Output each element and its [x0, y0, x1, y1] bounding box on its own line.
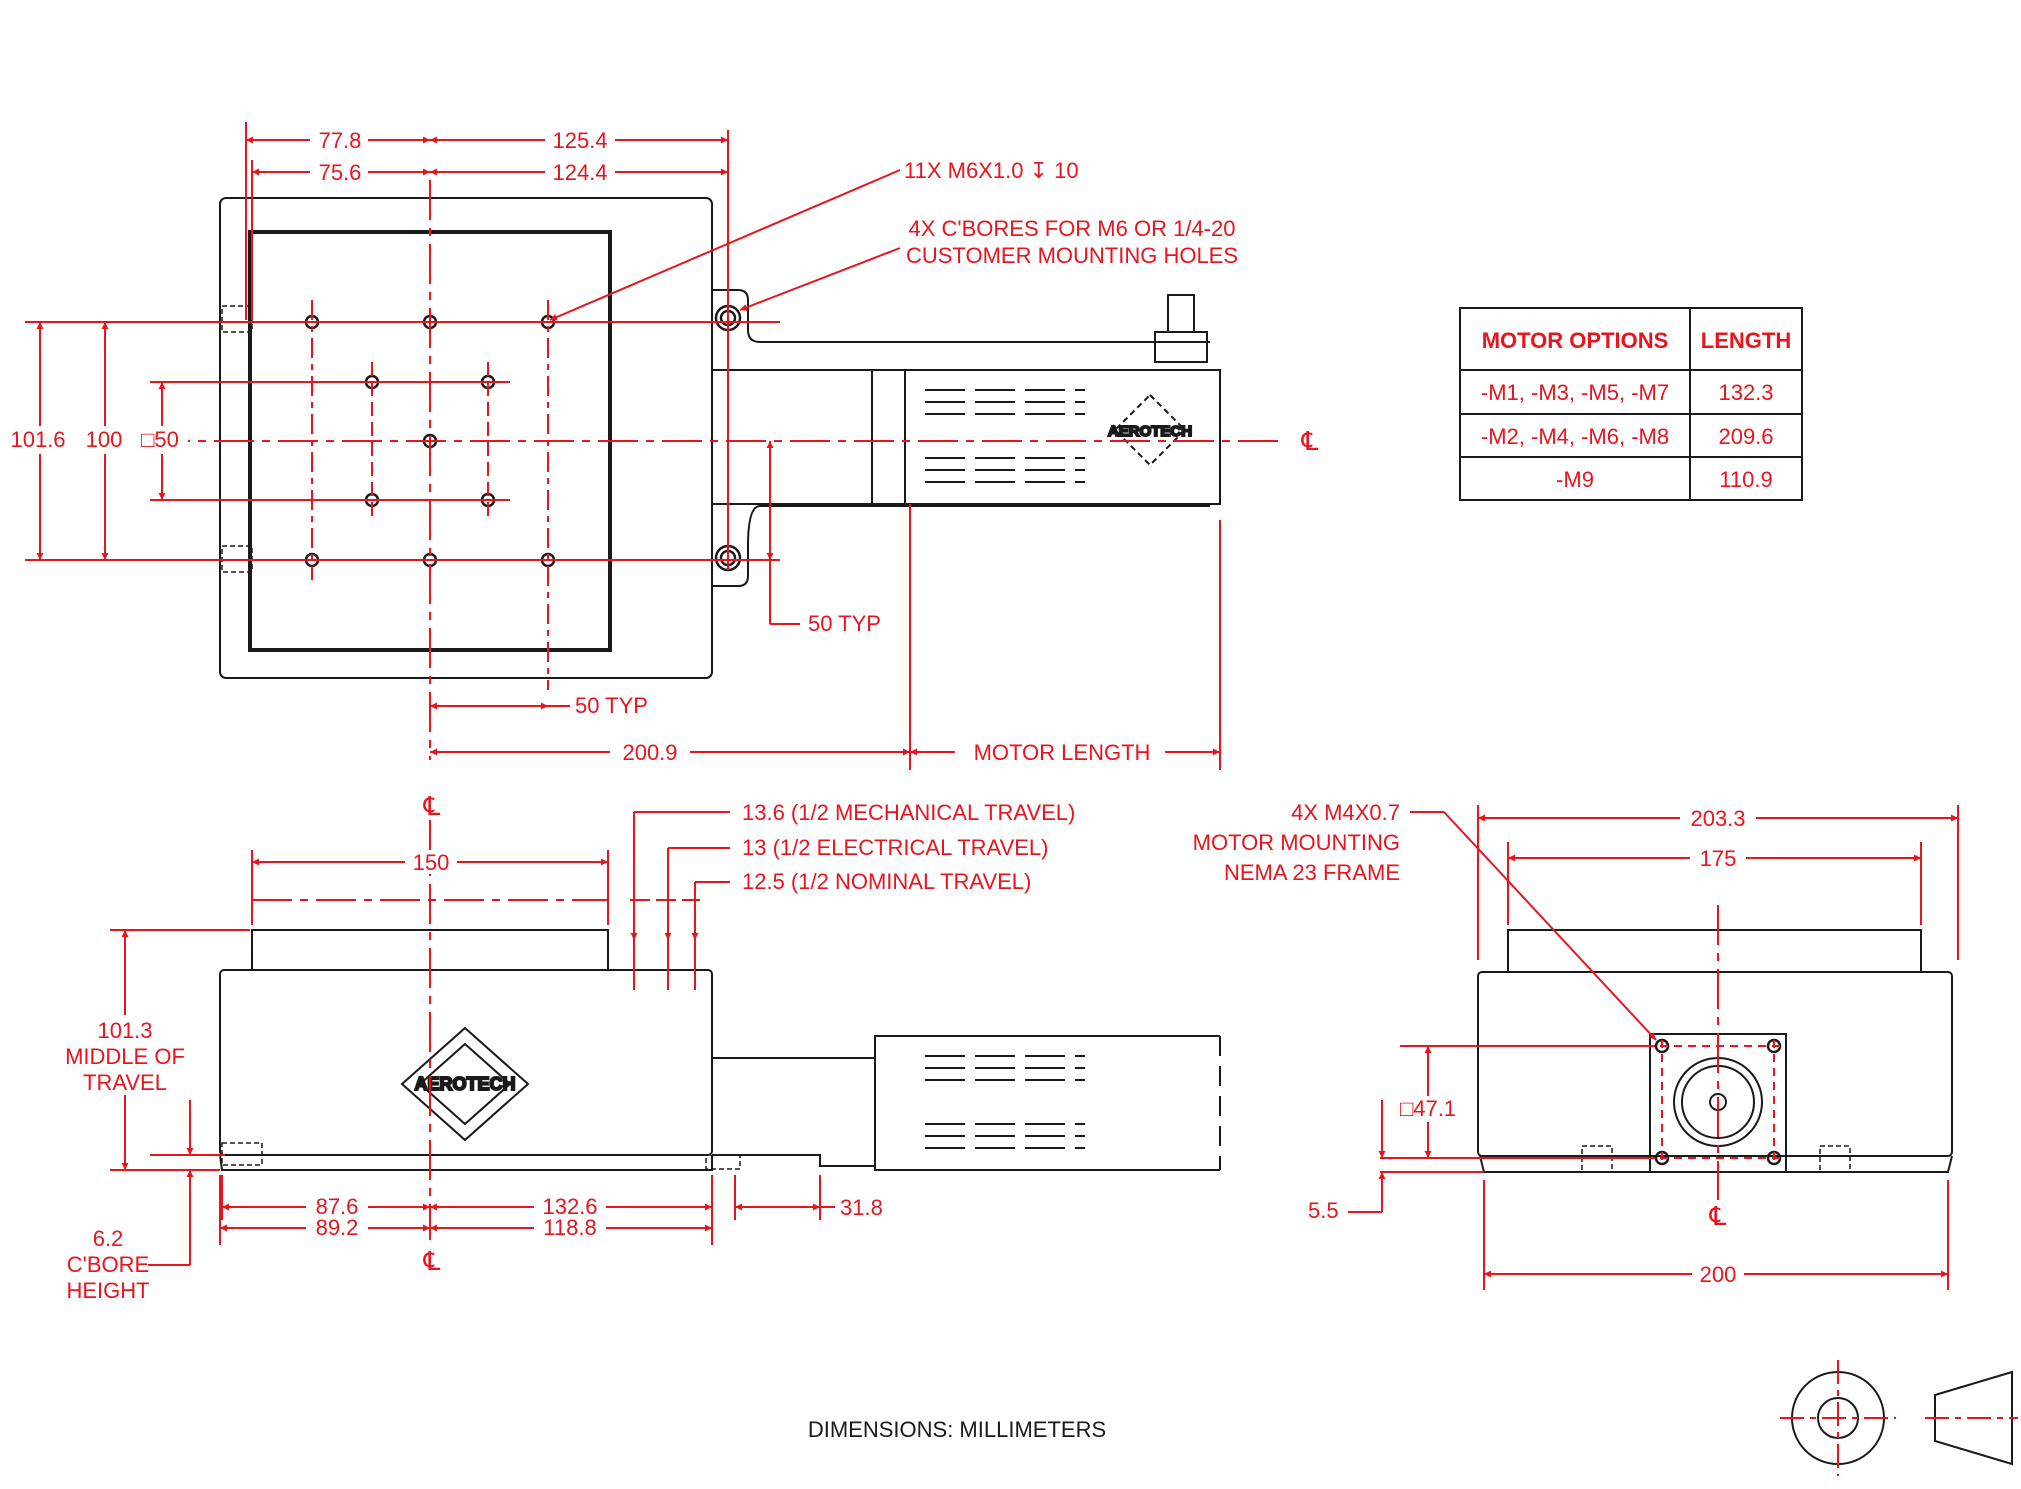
logo-front-view: AEROTECH — [400, 1026, 530, 1142]
dim-101-6: 101.6 — [10, 427, 65, 452]
cable-gland — [1154, 331, 1208, 363]
top-view: AEROTECH — [5, 122, 1319, 770]
dim-118-8: 118.8 — [543, 1215, 596, 1240]
dim-101-3-line2: MIDDLE OF — [65, 1044, 185, 1069]
callout-electrical-travel: 13 (1/2 ELECTRICAL TRAVEL) — [742, 835, 1049, 860]
dim-31-8: 31.8 — [840, 1195, 883, 1220]
table-cell-motor: -M9 — [1556, 467, 1594, 492]
front-view-motor — [712, 1035, 1220, 1171]
dim-101-3-line3: TRAVEL — [83, 1070, 167, 1095]
centerline-symbol-side: ℄ — [1709, 1201, 1727, 1231]
mounting-holes — [221, 304, 742, 573]
dim-132-6: 132.6 — [542, 1194, 597, 1219]
front-view-bottom-plate — [219, 1154, 713, 1171]
dim-101-3: 101.3 — [97, 1018, 152, 1043]
callout-motor-mount-line3: NEMA 23 FRAME — [1224, 860, 1400, 885]
dim-124-4: 124.4 — [552, 160, 607, 185]
side-view: 203.3 175 □47.1 5.5 200 4X M4X0.7 MOTOR … — [1193, 800, 1959, 1290]
mounting-ear-upper — [712, 289, 1210, 343]
dim-square-50: □50 — [141, 427, 179, 452]
dim-50-typ-vertical: 50 TYP — [808, 611, 881, 636]
mounting-ear-lower — [712, 505, 1210, 587]
dim-125-4: 125.4 — [552, 128, 607, 153]
dim-77-8: 77.8 — [319, 128, 362, 153]
front-view: AEROTECH — [50, 791, 1221, 1303]
table-cell-length: 209.6 — [1718, 424, 1773, 449]
top-view-base-outline — [219, 197, 713, 679]
callout-cbores-line1: 4X C'BORES FOR M6 OR 1/4-20 — [909, 216, 1236, 241]
motor-body-top — [871, 369, 1221, 505]
callout-motor-mount-line1: 4X M4X0.7 — [1291, 800, 1400, 825]
dim-100: 100 — [86, 427, 123, 452]
callout-nominal-travel: 12.5 (1/2 NOMINAL TRAVEL) — [742, 869, 1031, 894]
vents-front — [925, 1055, 1085, 1149]
dim-200-9: 200.9 — [622, 740, 677, 765]
centerline-symbol-front-top: ℄ — [423, 791, 441, 821]
dim-150: 150 — [413, 850, 450, 875]
motor-housing-top — [711, 369, 873, 505]
dim-50-typ-horizontal: 50 TYP — [575, 693, 648, 718]
dim-203-3: 203.3 — [1690, 806, 1745, 831]
dim-cbore-height-line3: HEIGHT — [66, 1278, 149, 1303]
side-view-table — [1507, 929, 1922, 973]
logo-top-view: AEROTECH — [1107, 393, 1193, 467]
dim-75-6: 75.6 — [319, 160, 362, 185]
callout-m6-holes: 11X M6X1.0 ↧ 10 — [904, 158, 1079, 183]
dim-5-5: 5.5 — [1308, 1198, 1339, 1223]
logo-text-front: AEROTECH — [414, 1074, 515, 1094]
centerline-symbol-front-bottom: ℄ — [423, 1246, 441, 1276]
dim-175: 175 — [1700, 846, 1737, 871]
logo-text-top: AEROTECH — [1108, 423, 1192, 440]
dim-200: 200 — [1700, 1262, 1737, 1287]
table-header-motor-options: MOTOR OPTIONS — [1482, 328, 1669, 353]
table-header-length: LENGTH — [1701, 328, 1791, 353]
dim-square-47-1: □47.1 — [1400, 1096, 1456, 1121]
dim-89-2: 89.2 — [316, 1215, 359, 1240]
front-view-base — [219, 969, 713, 1156]
side-view-base — [1477, 971, 1953, 1157]
dim-cbore-height: 6.2 — [93, 1226, 124, 1251]
vents-top — [925, 389, 1085, 483]
callout-motor-mount-line2: MOTOR MOUNTING — [1193, 830, 1400, 855]
table-cell-motor: -M1, -M3, -M5, -M7 — [1481, 380, 1669, 405]
callout-mechanical-travel: 13.6 (1/2 MECHANICAL TRAVEL) — [742, 800, 1075, 825]
units-note: DIMENSIONS: MILLIMETERS — [808, 1417, 1106, 1442]
table-cell-motor: -M2, -M4, -M6, -M8 — [1481, 424, 1669, 449]
callout-cbores-line2: CUSTOMER MOUNTING HOLES — [906, 243, 1238, 268]
centerline-symbol-top: ℄ — [1301, 426, 1319, 456]
dim-cbore-height-line2: C'BORE — [67, 1252, 149, 1277]
dim-87-6: 87.6 — [316, 1194, 359, 1219]
motor-options-table: MOTOR OPTIONS LENGTH -M1, -M3, -M5, -M7 … — [1459, 307, 1803, 501]
table-cell-length: 132.3 — [1718, 380, 1773, 405]
third-angle-projection-symbol — [1780, 1360, 2018, 1476]
dim-motor-length: MOTOR LENGTH — [974, 740, 1151, 765]
table-cell-length: 110.9 — [1719, 467, 1772, 492]
